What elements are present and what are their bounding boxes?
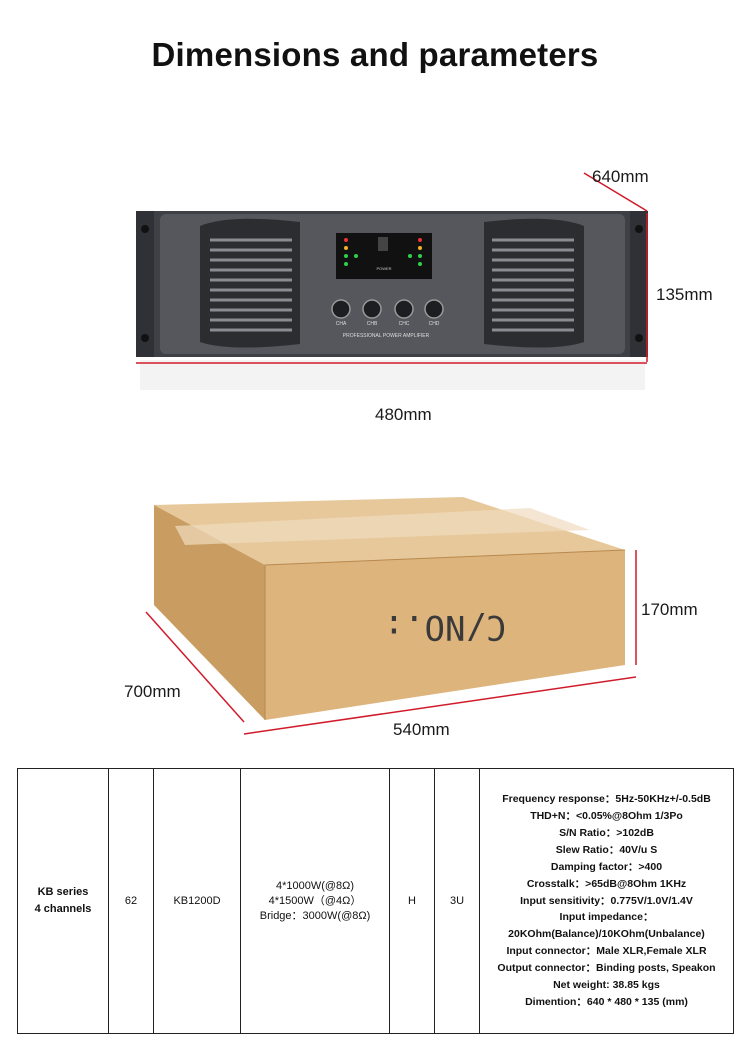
- amp-depth-label: 640mm: [592, 167, 649, 186]
- spec-table: KB series 4 channels 62 KB1200D 4*1000W(…: [17, 768, 734, 1034]
- carton-box-image: C/NO.:: [154, 497, 626, 720]
- param-damping-factor: Damping factor：>400: [550, 860, 663, 873]
- box-dimension-lines: [145, 550, 637, 735]
- series-cell: KB series 4 channels: [17, 768, 109, 1034]
- param-sn-ratio: S/N Ratio：>102dB: [559, 826, 654, 839]
- param-crosstalk: Crosstalk：>65dB@8Ohm 1KHz: [526, 877, 687, 890]
- knob-label-chd: CHD: [429, 321, 440, 327]
- amp-brand-text: PROFESSIONAL POWER AMPLIFIER: [343, 333, 430, 339]
- knob-label-cha: CHA: [336, 321, 347, 327]
- param-frequency-response: Frequency response：5Hz-50KHz+/-0.5dB: [502, 793, 711, 806]
- param-impedance-values: 20KOhm(Balance)/10KOhm(Unbalance): [508, 928, 705, 941]
- param-dimension: Dimention：640 * 480 * 135 (mm): [525, 995, 688, 1008]
- box-width-label: 540mm: [393, 720, 450, 739]
- number-cell: 62: [108, 768, 154, 1034]
- param-output-connector: Output connector：Binding posts, Speakon: [497, 962, 716, 975]
- series-channels: 4 channels: [34, 903, 92, 915]
- table-row: KB series 4 channels 62 KB1200D 4*1000W(…: [17, 768, 734, 1034]
- amp-width-label: 480mm: [375, 405, 432, 424]
- power-label: POWER: [376, 266, 391, 271]
- knob-label-chc: CHC: [399, 321, 410, 327]
- product-illustrations: POWER CHA CHB CHC CHD PROFESSIONAL POWER…: [136, 172, 648, 735]
- amp-dimension-lines: [136, 172, 648, 364]
- power-bridge: Bridge：3000W(@8Ω): [259, 909, 371, 922]
- knob-label-chb: CHB: [367, 321, 378, 327]
- series-name: KB series: [37, 886, 89, 898]
- param-input-impedance: Input impedance：: [559, 911, 654, 924]
- param-slew-ratio: Slew Ratio：40V/u S: [555, 843, 658, 856]
- amplifier-image: POWER CHA CHB CHC CHD PROFESSIONAL POWER…: [136, 211, 648, 390]
- param-input-connector: Input connector：Male XLR,Female XLR: [506, 945, 707, 958]
- param-input-sensitivity: Input sensitivity：0.775V/1.0V/1.4V: [520, 894, 693, 907]
- box-height-label: 170mm: [641, 600, 698, 619]
- param-thd: THD+N：<0.05%@8Ohm 1/3Po: [530, 810, 683, 823]
- carton-label: C/NO.:: [384, 607, 507, 647]
- rack-units-cell: 3U: [434, 768, 480, 1034]
- h-cell: H: [389, 768, 435, 1034]
- page-title: Dimensions and parameters: [151, 36, 599, 73]
- amp-height-label: 135mm: [656, 285, 713, 304]
- model-cell: KB1200D: [153, 768, 241, 1034]
- parameters-cell: Frequency response：5Hz-50KHz+/-0.5dB THD…: [479, 768, 734, 1034]
- param-net-weight: Net weight: 38.85 kgs: [553, 979, 660, 992]
- power-cell: 4*1000W(@8Ω) 4*1500W（@4Ω） Bridge：3000W(@…: [240, 768, 390, 1034]
- power-8ohm: 4*1000W(@8Ω): [275, 879, 355, 892]
- power-4ohm: 4*1500W（@4Ω）: [268, 894, 362, 907]
- box-depth-label: 700mm: [124, 682, 181, 701]
